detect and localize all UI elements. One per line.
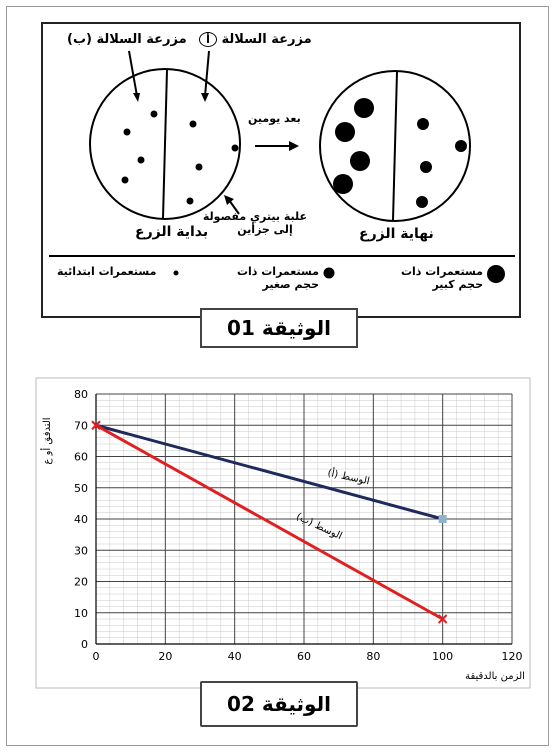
y-tick-label: 20 — [74, 576, 88, 589]
document-01-diagram: مزرعة السلالة (ب) مزرعة السلالة أ بعد يو… — [41, 22, 521, 318]
legend-large-symbol — [487, 265, 505, 283]
y-tick-label: 80 — [74, 388, 88, 401]
small-colony — [416, 196, 428, 208]
y-tick-label: 50 — [74, 482, 88, 495]
page-frame — [6, 6, 549, 746]
petri-dish-start — [89, 68, 241, 220]
dish-divider — [162, 69, 168, 219]
arrow-head — [133, 93, 140, 102]
small-colony — [455, 140, 467, 152]
legend-large-label: مستعمرات ذات حجم كبير — [400, 265, 483, 291]
after-two-days-label: بعد يومين — [248, 112, 301, 125]
initial-colony — [231, 144, 239, 152]
initial-colony — [189, 120, 197, 128]
dish-divider — [392, 71, 398, 221]
x-tick-label: 20 — [158, 650, 172, 663]
small-colony — [417, 118, 429, 130]
x-tick-label: 60 — [297, 650, 311, 663]
legend-small-label: مستعمرات ذات حجم صغير — [236, 265, 319, 291]
data-point — [438, 515, 447, 523]
arrow-head — [201, 93, 209, 102]
y-axis-label: التدفق أو ع — [40, 417, 53, 464]
arrow-divided-box — [228, 199, 240, 215]
x-tick-label: 0 — [93, 650, 100, 663]
document-01-label: الوثيقة 01 — [200, 308, 358, 348]
strain-a-letter: أ — [199, 32, 217, 47]
x-tick-label: 80 — [366, 650, 380, 663]
data-point — [437, 614, 448, 624]
x-axis-label: الزمن بالدقيقة — [465, 671, 525, 682]
x-tick-label: 100 — [432, 650, 453, 663]
initial-colony — [186, 197, 194, 205]
strain-b-label: مزرعة السلالة (ب) — [67, 32, 187, 47]
initial-colony — [121, 176, 129, 184]
arrow-strain-a — [204, 50, 210, 97]
initial-colony — [137, 156, 145, 164]
series-line — [95, 423, 444, 621]
y-tick-label: 30 — [74, 544, 88, 557]
divided-box-label: علبة بيتري مفصولة إلى جزأين — [202, 210, 307, 236]
data-point — [91, 420, 101, 430]
flow-rate-chart: 0 20 40 60 80 100 120 0 10 20 30 40 50 60 70 80 التدفق … — [35, 377, 531, 689]
y-tick-label: 40 — [74, 513, 88, 526]
large-colony — [333, 174, 353, 194]
large-colony — [350, 151, 370, 171]
data-point-stroke — [91, 420, 101, 430]
legend-initial-symbol — [173, 270, 179, 276]
initial-colony — [195, 163, 203, 171]
chart-axes — [95, 394, 512, 645]
x-tick-label: 40 — [228, 650, 242, 663]
large-colony — [335, 122, 355, 142]
data-point-stroke — [437, 614, 448, 624]
petri-dish-diagram — [49, 50, 515, 283]
chart-grid — [95, 393, 513, 645]
document-02-label: الوثيقة 02 — [200, 681, 358, 727]
y-tick-label: 70 — [74, 419, 88, 432]
start-label: بداية الزرع — [135, 224, 209, 240]
y-tick-label: 0 — [81, 638, 88, 651]
arrow-head — [224, 195, 234, 205]
chart-series — [91, 420, 448, 624]
small-colony — [420, 161, 432, 173]
strain-a-label: مزرعة السلالة أ — [199, 32, 312, 47]
end-label: نهاية الزرع — [359, 226, 434, 242]
y-tick-label: 60 — [74, 451, 88, 464]
series-line — [95, 423, 444, 521]
y-tick-label: 10 — [74, 607, 88, 620]
chart-labels: 0 20 40 60 80 100 120 0 10 20 30 40 50 60 70 80 — [74, 388, 523, 663]
x-tick-label: 120 — [502, 650, 523, 663]
initial-colony — [123, 128, 131, 136]
legend-initial-label: مستعمرات ابتدائية — [57, 265, 157, 278]
initial-colony — [150, 110, 158, 118]
petri-dish-end — [319, 70, 471, 222]
legend-small-symbol — [323, 267, 335, 279]
arrow-head — [289, 141, 299, 151]
large-colony — [354, 98, 374, 118]
arrow-strain-b — [128, 50, 138, 97]
